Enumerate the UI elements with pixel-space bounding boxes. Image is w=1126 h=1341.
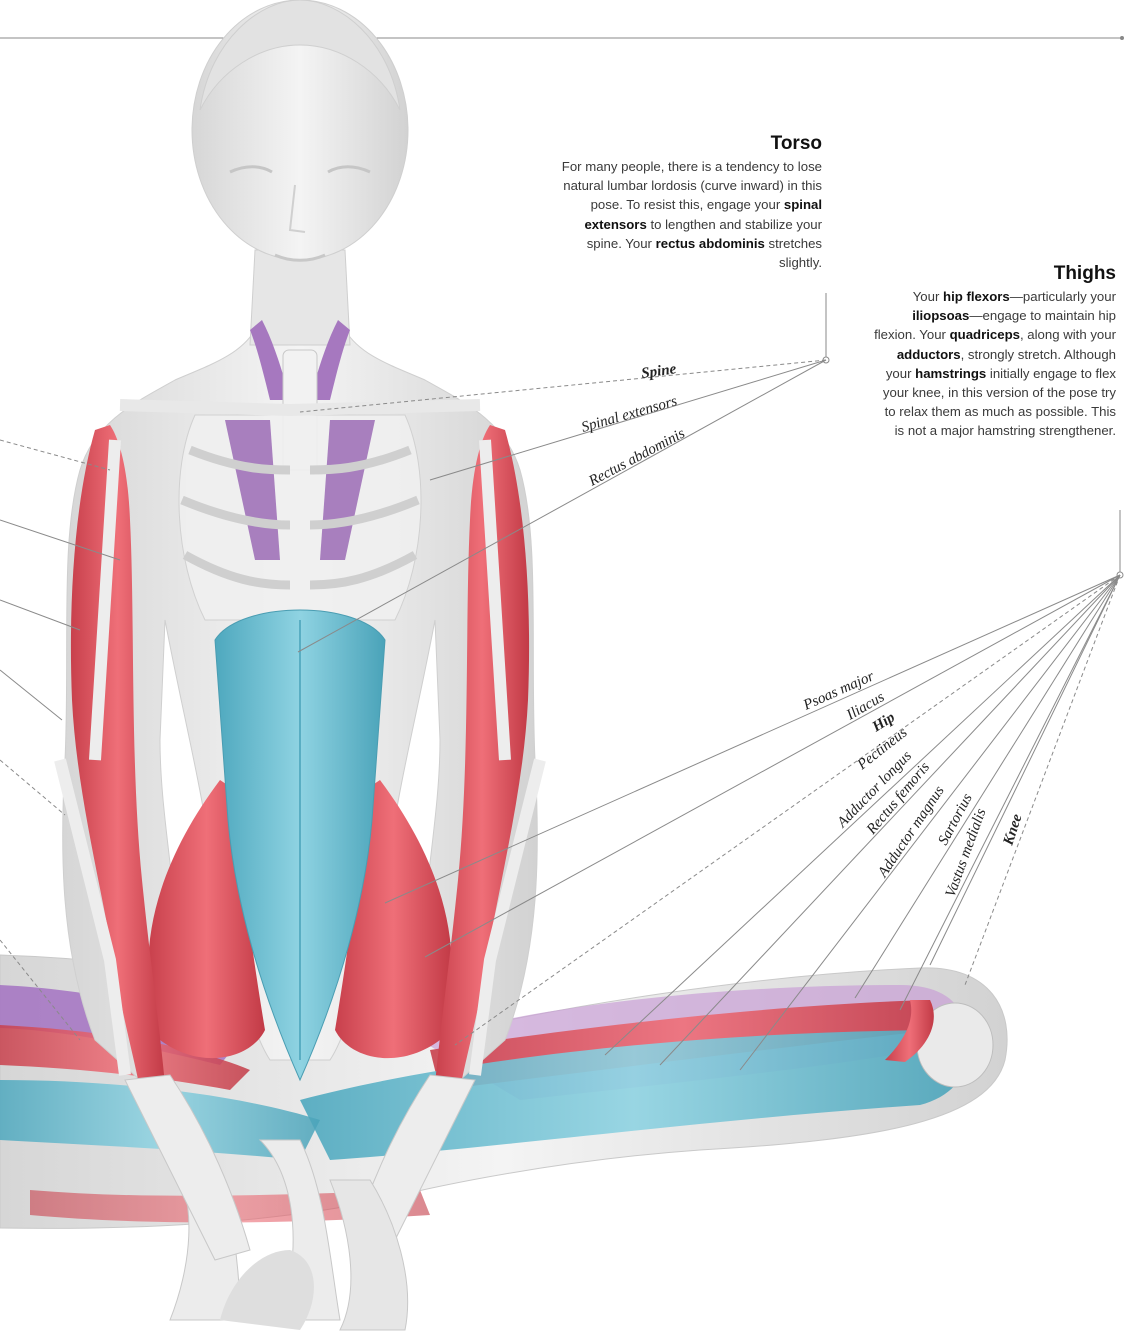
thighs-title: Thighs	[872, 263, 1116, 285]
head	[192, 0, 408, 260]
label-knee: Knee	[1000, 812, 1025, 848]
thighs-text: Your hip flexors—particularly your iliop…	[872, 287, 1116, 441]
torso-title: Torso	[560, 133, 822, 155]
label-spinal-extensors: Spinal extensors	[580, 393, 679, 436]
torso-text: For many people, there is a tendency to …	[560, 157, 822, 272]
thighs-panel: Thighs Your hip flexors—particularly you…	[872, 263, 1116, 441]
torso-panel: Torso For many people, there is a tenden…	[560, 133, 822, 272]
label-spine: Spine	[640, 361, 677, 382]
label-rectus-abdominis: Rectus abdominis	[585, 425, 687, 490]
